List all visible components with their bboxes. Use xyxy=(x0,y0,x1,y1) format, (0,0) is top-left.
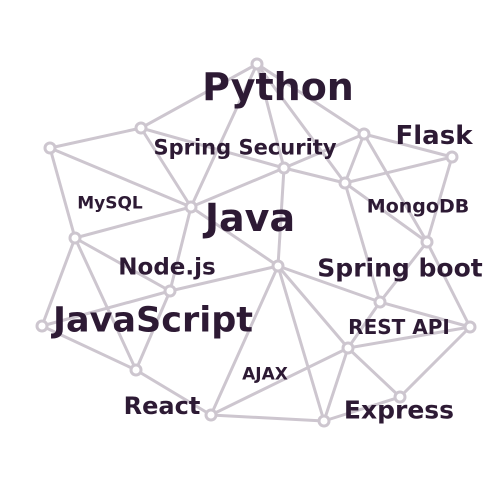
network-edge xyxy=(139,126,193,209)
network-node xyxy=(163,284,177,298)
network-edge xyxy=(362,132,454,159)
network-node xyxy=(341,341,355,355)
network-node xyxy=(373,295,387,309)
network-edge xyxy=(322,395,402,423)
network-edge xyxy=(189,62,259,209)
network-node xyxy=(134,121,148,135)
network-node xyxy=(393,390,407,404)
network-edge xyxy=(209,264,280,417)
network-edge xyxy=(425,155,454,244)
network-node xyxy=(445,150,459,164)
network-node xyxy=(68,231,82,245)
network-edge xyxy=(343,181,382,304)
network-edge xyxy=(276,264,382,304)
network-edge xyxy=(209,413,326,423)
word-spring-boot: Spring boot xyxy=(317,253,483,283)
network-edge xyxy=(276,264,326,423)
word-mysql: MySQL xyxy=(77,193,143,214)
network-node xyxy=(277,161,291,175)
network-edge xyxy=(255,62,366,136)
network-edge xyxy=(346,300,382,350)
network-edge xyxy=(40,324,138,372)
network-node xyxy=(338,176,352,190)
network-edge xyxy=(322,346,350,423)
network-edge xyxy=(346,325,472,350)
network-edge xyxy=(40,236,77,328)
network-node xyxy=(317,414,331,428)
network-edge xyxy=(48,146,193,209)
network-edge xyxy=(276,264,350,350)
word-react: React xyxy=(123,392,201,420)
network-edge xyxy=(378,240,429,304)
word-javascript: JavaScript xyxy=(52,300,254,341)
network-edge xyxy=(168,264,280,293)
word-flask: Flask xyxy=(395,121,473,151)
network-edge xyxy=(189,205,280,268)
network-node xyxy=(420,235,434,249)
network-edge xyxy=(40,289,172,328)
network-edge xyxy=(189,166,286,209)
network-edge xyxy=(343,181,429,244)
network-edge xyxy=(282,166,347,185)
network-edge xyxy=(48,126,143,150)
word-mongodb: MongoDB xyxy=(366,195,470,218)
word-ajax: AJAX xyxy=(242,364,288,385)
word-spring-security: Spring Security xyxy=(153,135,337,160)
network-node xyxy=(357,127,371,141)
network-edge xyxy=(134,368,213,417)
network-edge xyxy=(343,132,366,185)
network-edge xyxy=(362,132,429,244)
network-edge xyxy=(139,126,286,170)
network-edge xyxy=(48,146,77,240)
network-edge xyxy=(346,346,402,399)
network-edge xyxy=(73,236,138,372)
network-node xyxy=(35,319,49,333)
network-edge xyxy=(276,166,286,268)
network-edge xyxy=(425,240,472,329)
word-rest-api: REST API xyxy=(348,315,450,339)
network-edge xyxy=(282,132,366,170)
network-edge xyxy=(139,62,259,130)
network-edge xyxy=(73,205,193,240)
network-node xyxy=(250,57,264,71)
network-node xyxy=(463,320,477,334)
network-edge xyxy=(73,236,172,293)
word-java: Java xyxy=(204,196,296,240)
network-edge xyxy=(378,300,472,329)
word-python: Python xyxy=(202,65,354,109)
network-node xyxy=(204,408,218,422)
network-edge xyxy=(168,205,193,293)
network-edge xyxy=(209,346,350,417)
network-edge xyxy=(255,62,347,185)
word-express: Express xyxy=(343,395,455,425)
network-edge xyxy=(134,289,172,372)
word-nodejs: Node.js xyxy=(118,254,216,281)
network-node xyxy=(271,259,285,273)
network-node xyxy=(184,200,198,214)
network-edge xyxy=(255,62,286,170)
network-edge xyxy=(398,325,472,399)
network-edge xyxy=(343,155,454,185)
network-node xyxy=(129,363,143,377)
network-node xyxy=(43,141,57,155)
